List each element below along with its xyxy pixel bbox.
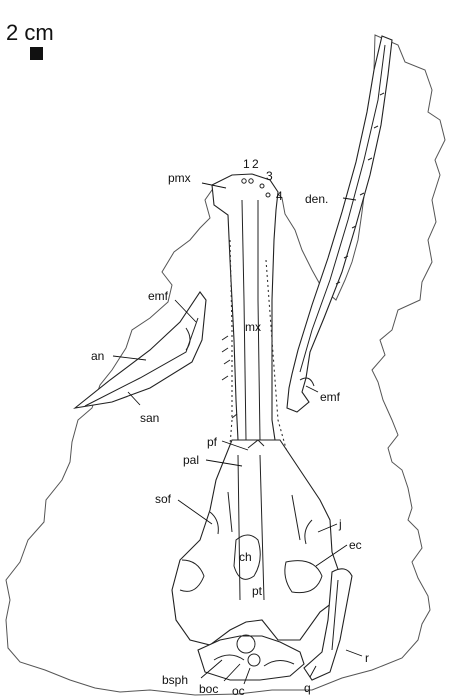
label-ec: ec [349, 538, 362, 552]
scale-bar-label: 2 cm [6, 20, 54, 45]
label-tooth-4: 4 [276, 189, 283, 203]
label-an: an [91, 349, 104, 363]
label-oc: oc [232, 684, 245, 698]
label-tooth-1: 1 [243, 157, 250, 171]
scale-bar: 2 cm [6, 20, 54, 60]
label-j: j [338, 517, 342, 531]
label-pal: pal [183, 453, 199, 467]
scale-bar-square [30, 47, 43, 60]
leader-r [346, 650, 362, 656]
label-pf: pf [207, 435, 218, 449]
leader-emf-right [306, 386, 318, 392]
label-r: r [365, 651, 369, 665]
label-bsph: bsph [162, 673, 188, 687]
label-mx: mx [245, 320, 261, 334]
label-emf-left: emf [148, 289, 169, 303]
label-sof: sof [155, 492, 172, 506]
label-emf-right: emf [320, 390, 341, 404]
label-boc: boc [199, 682, 218, 696]
leader-sof [178, 500, 212, 524]
label-pt: pt [252, 584, 263, 598]
label-den: den. [305, 192, 328, 206]
label-q: q [304, 681, 311, 695]
label-ch: ch [239, 550, 252, 564]
label-san: san [140, 411, 159, 425]
dentary-bone [287, 36, 392, 412]
label-tooth-2: 2 [252, 157, 259, 171]
label-pmx: pmx [168, 171, 191, 185]
palate-region [172, 440, 340, 645]
label-tooth-3: 3 [266, 169, 273, 183]
